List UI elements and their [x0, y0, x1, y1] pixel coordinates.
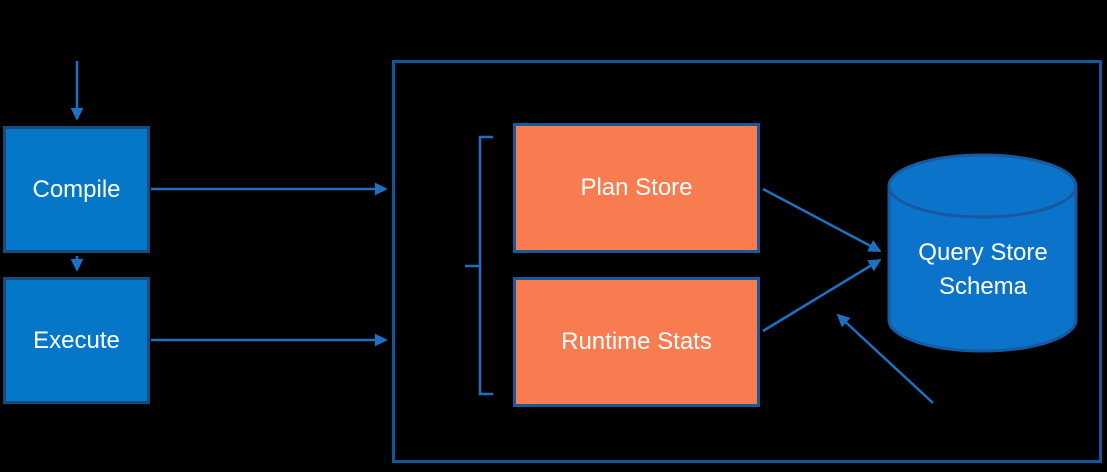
- node-compile: Compile: [3, 126, 150, 253]
- node-execute-label: Execute: [33, 326, 120, 354]
- node-compile-label: Compile: [32, 175, 121, 203]
- annotation-arrow-from-bottom: [836, 313, 934, 404]
- node-query-store-schema-label: Query Store Schema: [918, 239, 1048, 300]
- node-execute: Execute: [3, 277, 150, 404]
- node-plan-store: Plan Store: [513, 123, 760, 253]
- arrow-runtime-stats-to-schema: [762, 258, 882, 333]
- node-runtime-stats: Runtime Stats: [513, 277, 760, 407]
- database-cylinder: [887, 153, 1078, 353]
- node-runtime-stats-label: Runtime Stats: [561, 328, 712, 355]
- query-store-container-frame: [392, 60, 1102, 463]
- grouping-bracket: [465, 135, 493, 396]
- node-plan-store-label: Plan Store: [580, 174, 693, 201]
- arrow-plan-store-to-schema: [762, 187, 882, 253]
